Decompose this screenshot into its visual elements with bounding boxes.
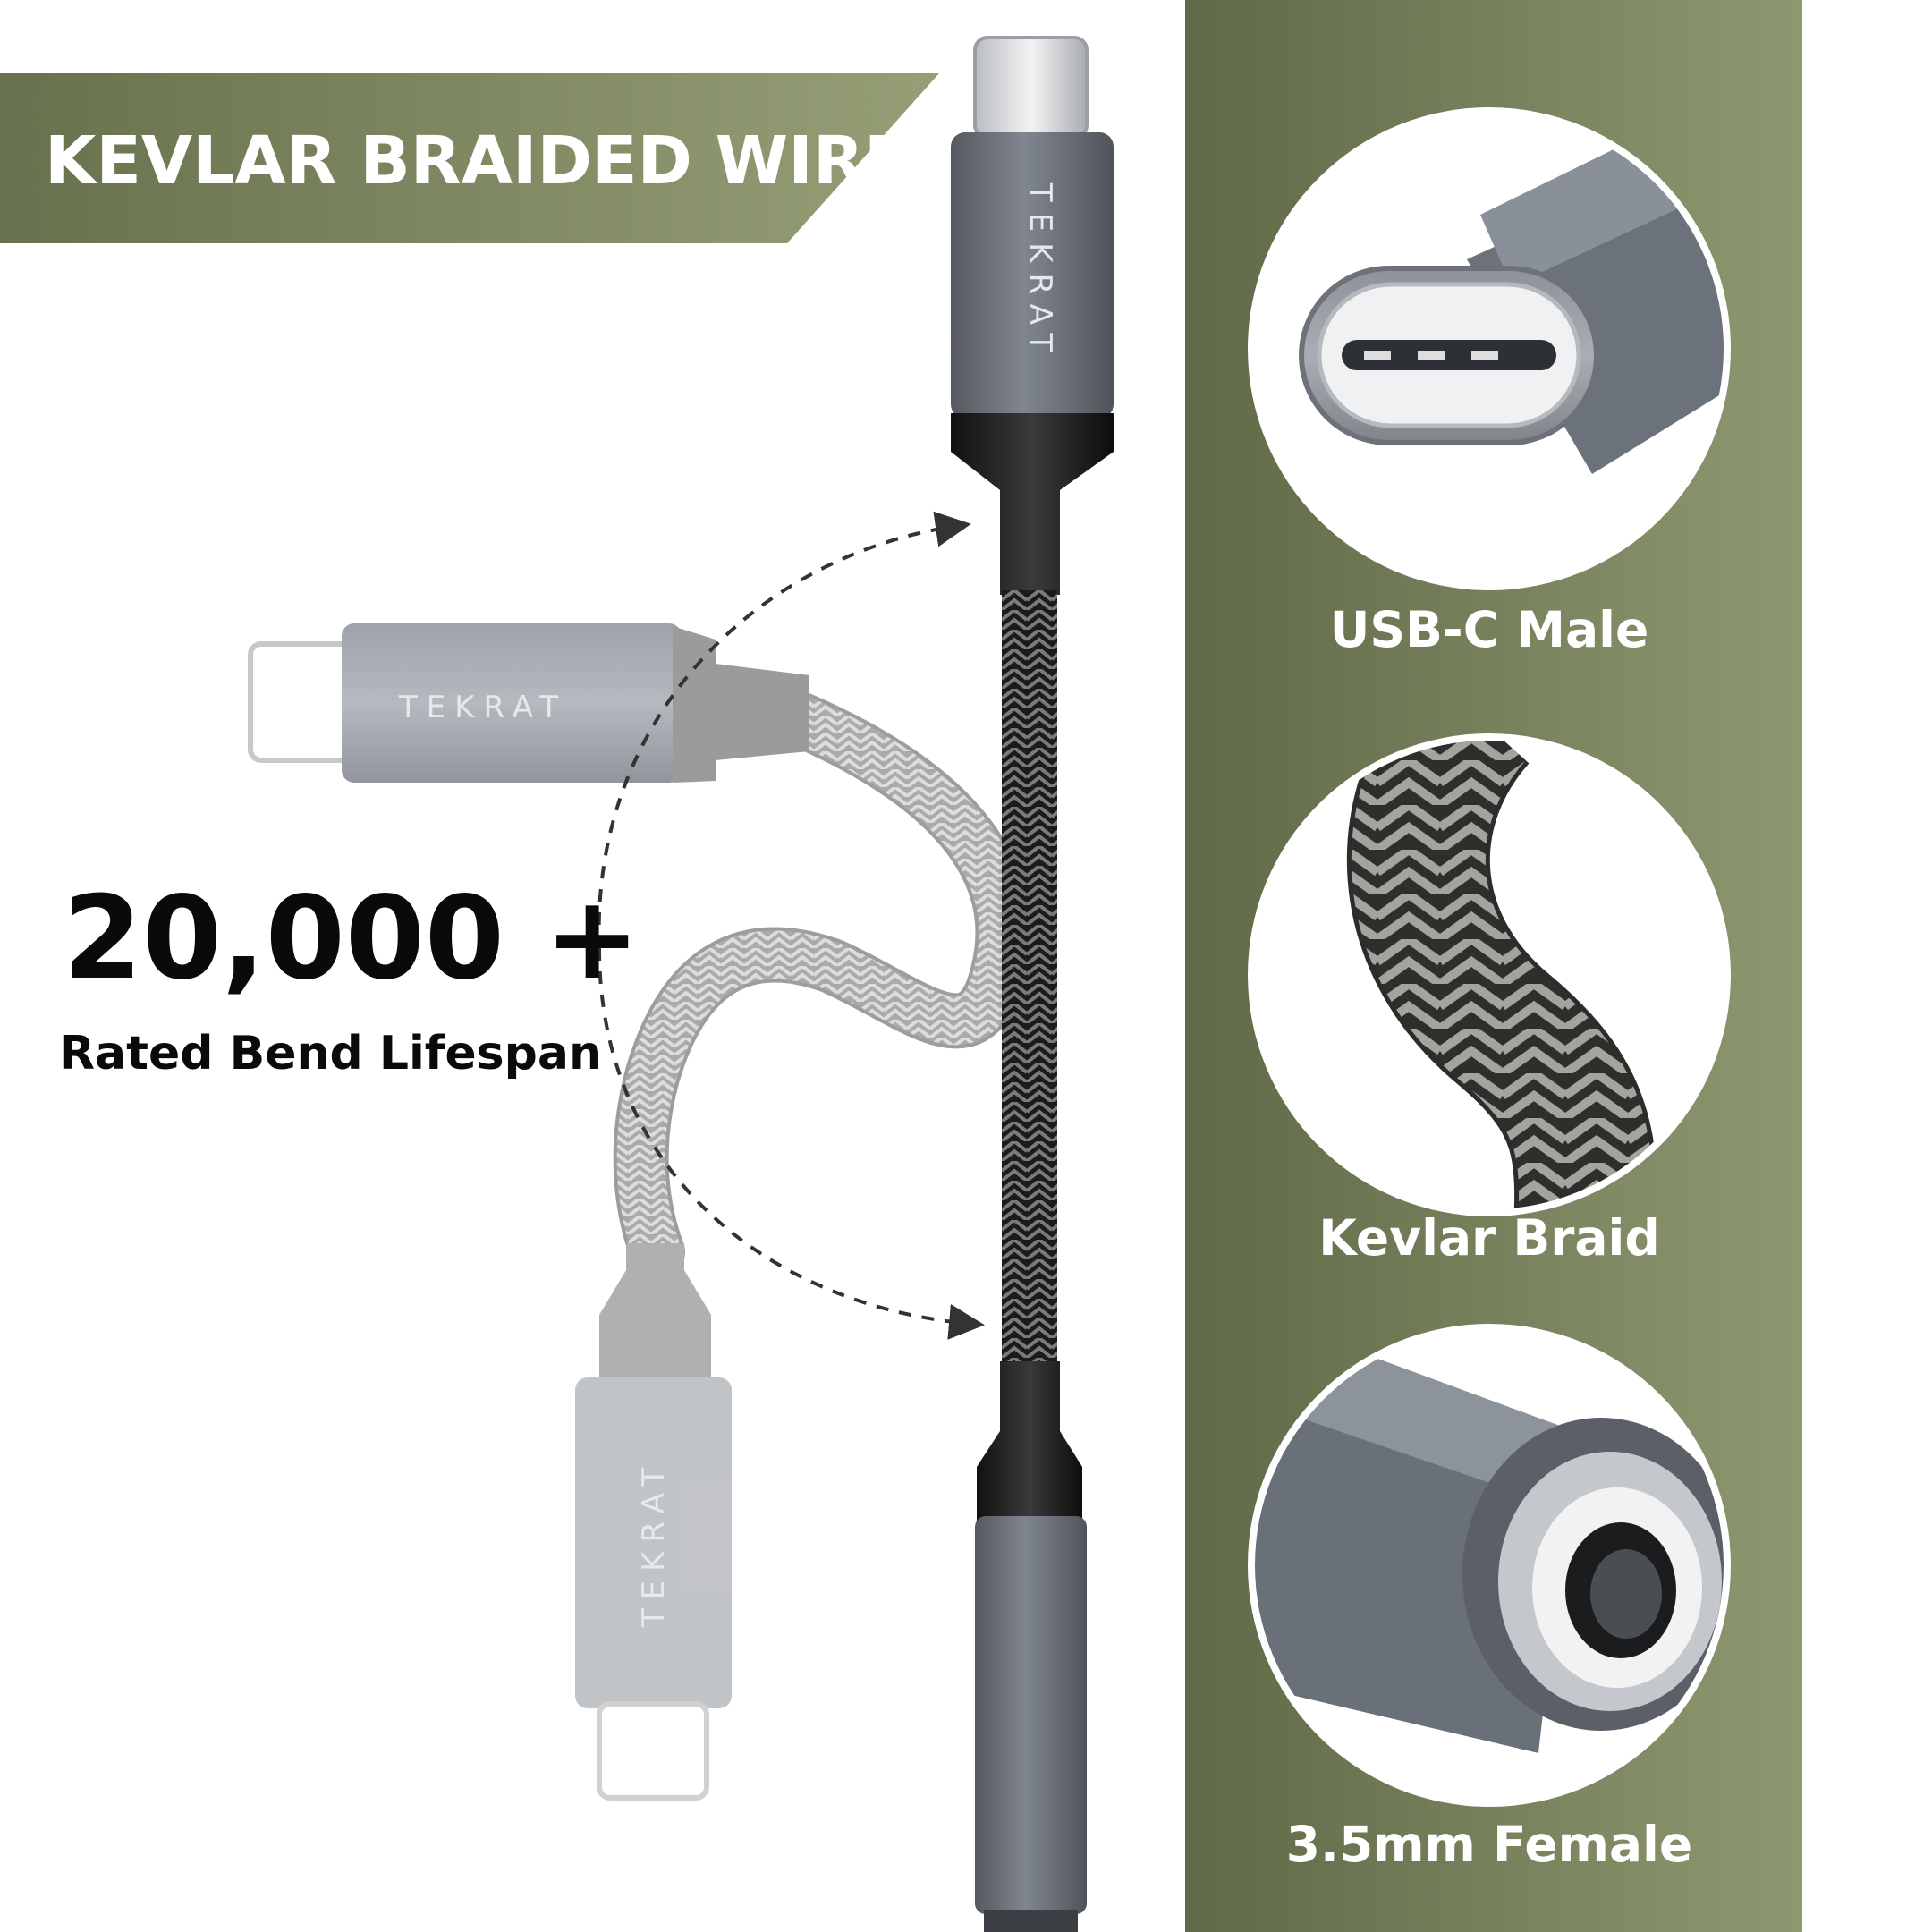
feature-label-usb-c: USB-C Male bbox=[1329, 601, 1649, 658]
ghost-plug-logo: TEKRAT bbox=[398, 690, 567, 725]
braided-cable-icon bbox=[1255, 741, 1724, 1209]
feature-label-braid: Kevlar Braid bbox=[1318, 1209, 1660, 1267]
bend-arrow-bottom bbox=[597, 947, 985, 1340]
bend-count: 20,000 + bbox=[63, 872, 640, 1005]
bend-caption: Rated Bend Lifespan bbox=[59, 1027, 602, 1080]
main-plug-logo: TEKRAT bbox=[1022, 182, 1058, 362]
ghost-cable: TEKRAT TEKRAT bbox=[248, 623, 1031, 1801]
feature-label-jack: 3.5mm Female bbox=[1285, 1816, 1693, 1873]
audio-jack-icon bbox=[1255, 1331, 1724, 1800]
bend-arrow-top bbox=[597, 511, 971, 949]
main-cable: TEKRAT bbox=[951, 36, 1114, 1932]
title-banner bbox=[0, 73, 939, 243]
banner-title: KEVLAR BRAIDED WIRE bbox=[45, 123, 910, 199]
ghost-plug-logo-vertical: TEKRAT bbox=[636, 1459, 672, 1628]
